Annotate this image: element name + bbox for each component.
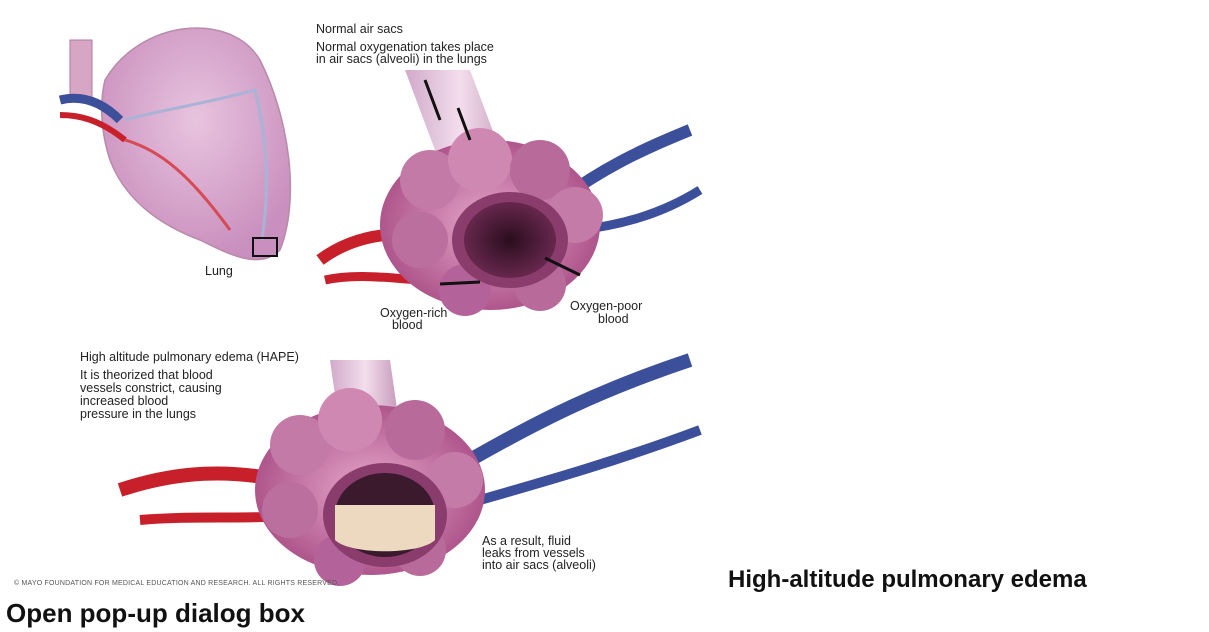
label-normal-desc-2: in air sacs (alveoli) in the lungs [316,53,487,66]
label-fluid-3: into air sacs (alveoli) [482,559,596,572]
lung-shape [60,28,290,260]
open-popup-dialog-link[interactable]: Open pop-up dialog box [6,598,305,629]
label-oxygen-rich-2: blood [392,319,423,332]
normal-alveoli [320,70,700,316]
label-hape-title: High altitude pulmonary edema (HAPE) [80,351,299,364]
hape-illustration: Normal air sacs Normal oxygenation takes… [0,0,710,600]
label-hape-desc-4: pressure in the lungs [80,408,196,421]
label-normal-title: Normal air sacs [316,23,403,36]
copyright-notice: © MAYO FOUNDATION FOR MEDICAL EDUCATION … [14,580,339,587]
label-lung: Lung [205,265,233,278]
label-oxygen-poor-2: blood [598,313,629,326]
figure-caption: High-altitude pulmonary edema [728,566,1087,594]
